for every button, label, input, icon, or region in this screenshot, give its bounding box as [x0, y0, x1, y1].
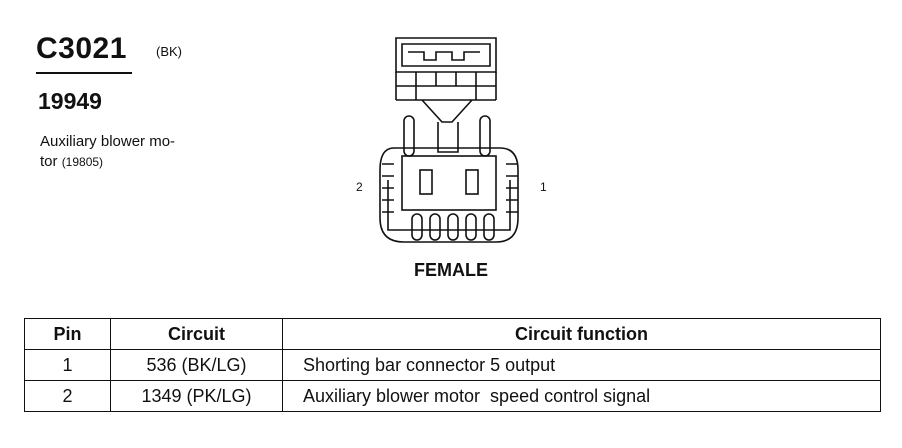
header-pin: Pin — [24, 318, 111, 350]
cell-circuit: 536 (BK/LG) — [110, 349, 283, 381]
cell-circuit: 1349 (PK/LG) — [110, 380, 283, 412]
connector-drawing — [379, 37, 519, 243]
pin-cavity-1 — [465, 169, 479, 195]
cell-function: Shorting bar connector 5 output — [282, 349, 881, 381]
part-number: 19949 — [38, 88, 102, 114]
header-function: Circuit function — [282, 318, 881, 350]
description-ref: (19805) — [61, 155, 104, 169]
cell-pin: 2 — [24, 380, 111, 412]
side-rib-left — [403, 115, 415, 157]
header-circuit: Circuit — [110, 318, 283, 350]
cell-function: Auxiliary blower motor speed control sig… — [282, 380, 881, 412]
connector-body — [379, 147, 519, 243]
pin-cavity-2 — [419, 169, 433, 195]
connector-id-underline — [36, 72, 132, 74]
latch-arm — [421, 99, 473, 123]
table-row: 1 536 (BK/LG) Shorting bar connector 5 o… — [24, 349, 881, 381]
description-line1: Auxiliary blower mo- — [40, 133, 176, 150]
side-rib-right — [479, 115, 491, 157]
connector-id: C3021 — [36, 32, 127, 65]
pin-label-left: 2 — [356, 180, 363, 194]
description-line2: tor — [40, 153, 58, 170]
locking-tab — [395, 37, 497, 73]
connector-color: (BK) — [156, 44, 182, 59]
cell-pin: 1 — [24, 349, 111, 381]
pin-label-right: 1 — [540, 180, 547, 194]
table-row: 2 1349 (PK/LG) Auxiliary blower motor sp… — [24, 380, 881, 412]
connector-face-label: FEMALE — [414, 260, 488, 280]
table-header-row: Pin Circuit Circuit function — [24, 318, 881, 350]
connector-description: Auxiliary blower mo- tor (19805) — [40, 132, 230, 172]
pin-cavity-window — [401, 155, 497, 211]
pin-table: Pin Circuit Circuit function 1 536 (BK/L… — [24, 318, 881, 412]
